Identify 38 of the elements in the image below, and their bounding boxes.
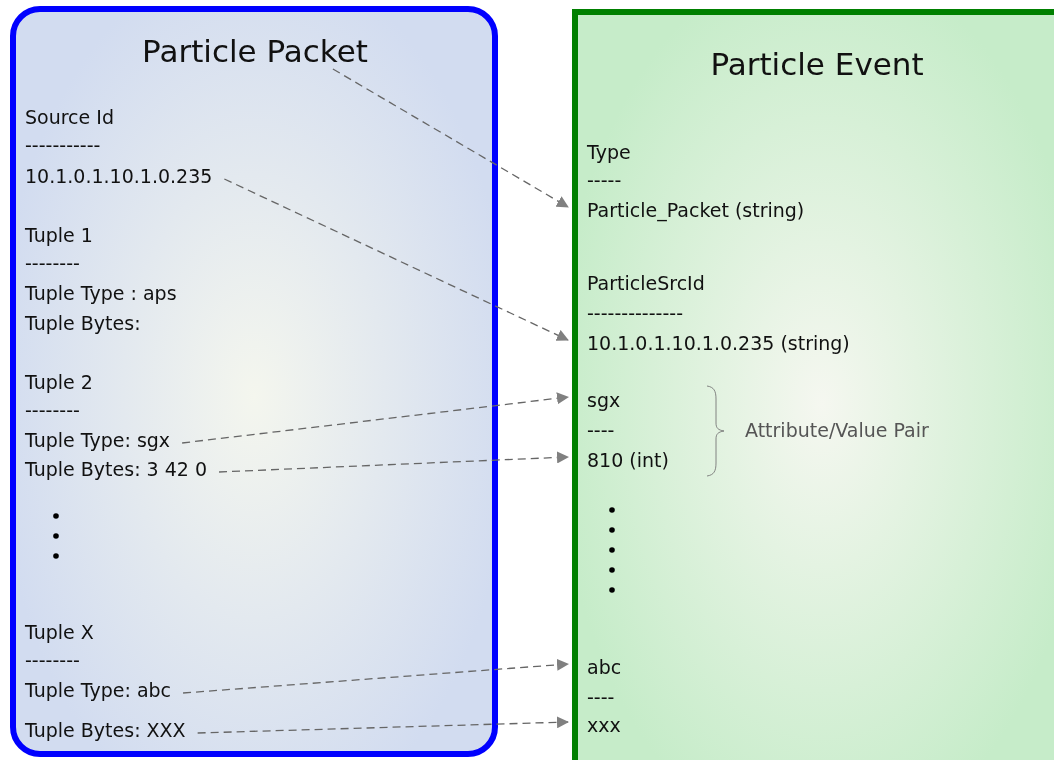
panel-title: Particle Event [710,45,924,83]
field-text: Tuple Type : aps [25,281,177,305]
field-text: 10.1.0.1.10.1.0.235 [25,164,213,188]
field-text: ----- [587,168,622,192]
panel-title: Particle Packet [142,32,368,70]
field-text: xxx [587,713,621,737]
field-text: ParticleSrcId [587,271,705,295]
dashed-arrow [197,716,569,734]
field-text: -------- [25,398,80,422]
dashed-arrow [223,178,569,341]
field-text: -------------- [587,301,683,325]
field-text: sgx [587,388,621,412]
field-text: abc [587,655,622,679]
dashed-arrow [182,658,569,694]
field-text: ---- [587,685,615,709]
dashed-arrow [332,68,569,208]
record-panel [10,6,498,757]
field-text: Tuple Bytes: XXX [25,718,186,742]
field-text: 10.1.0.1.10.1.0.235 (string) [587,331,850,355]
dashed-arrow [181,392,569,444]
field-text: Particle_Packet (string) [587,198,805,222]
field-text: Tuple Type: sgx [25,428,171,452]
field-text: 810 (int) [587,448,669,472]
field-text: ---- [587,418,615,442]
brace-label: Attribute/Value Pair [745,418,929,442]
dashed-arrow [218,451,569,473]
field-text: Tuple Bytes: [25,311,141,335]
field-text: Source Id [25,105,114,129]
field-text: Type [587,140,631,164]
field-text: -------- [25,648,80,672]
field-text: Tuple Bytes: 3 42 0 [25,457,208,481]
record-panel [572,9,1054,760]
field-text: ----------- [25,133,101,157]
field-text: Tuple 1 [25,223,93,247]
field-text: -------- [25,251,80,275]
field-text: Tuple 2 [25,370,93,394]
field-text: Tuple X [25,620,94,644]
field-text: Tuple Type: abc [25,678,172,702]
